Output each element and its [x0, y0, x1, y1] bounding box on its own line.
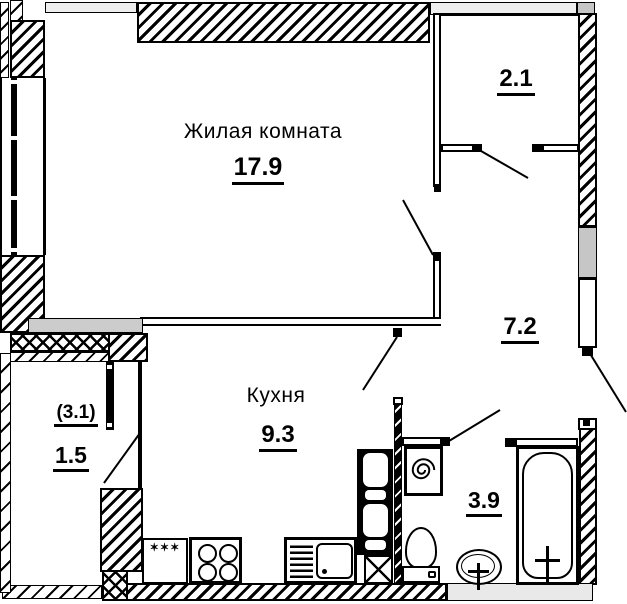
entrance-jamb-cap	[583, 418, 590, 426]
kitchen-label: Кухня	[246, 384, 306, 407]
wall-bottom-balcony	[2, 585, 102, 599]
left-outer-face-line	[0, 78, 2, 255]
vent-shaft-icon	[364, 555, 393, 584]
living-door-leaf	[433, 259, 441, 319]
wall-balcony-top-inner	[10, 352, 110, 362]
living-room-window	[11, 78, 17, 255]
closet-door-swing	[480, 150, 529, 179]
wall-top-left-small-block	[10, 0, 23, 26]
closet-door-hinge	[473, 144, 482, 152]
sink-basin	[316, 543, 353, 579]
sink-drain-dot	[322, 569, 327, 574]
wall-right-bottom	[579, 428, 597, 585]
washing-machine-spiral	[411, 458, 436, 480]
kitchen-door-hinge	[393, 328, 402, 337]
wall-balcony-kitchen	[138, 362, 142, 490]
window-mullion-gap	[11, 136, 17, 140]
balcony-area-total: (3.1)	[41, 402, 111, 427]
balcony-door-leaf-gap	[107, 423, 112, 427]
toilet-tank	[402, 566, 440, 583]
window-mullion-gap	[11, 196, 17, 200]
closet-door-leaf	[441, 144, 474, 152]
cabinet-stars-icon: ✶✶✶	[149, 542, 181, 554]
top-wall-window-strip	[45, 2, 137, 13]
wall-living-hall-cap	[434, 184, 441, 192]
living-room-left-inner-edge	[43, 78, 46, 255]
window-mullion-gap	[11, 248, 17, 252]
living-door-swing	[402, 199, 434, 256]
washing-machine-icon	[404, 446, 443, 496]
balcony-door-swing	[103, 432, 141, 484]
bath-door-hinge	[441, 437, 450, 446]
wall-living-kitchen	[140, 317, 441, 326]
washbasin-tap-horizontal	[468, 570, 489, 573]
balcony-glazing	[0, 353, 11, 593]
kitchen-cabinet: ✶✶✶	[142, 538, 188, 584]
entrance-door-hinge	[582, 348, 593, 356]
kitchen-area: 9.3	[238, 421, 318, 452]
bath-door-swing	[448, 409, 501, 442]
balcony-door-leaf-gap	[107, 365, 112, 369]
bathtub-tap-vertical	[546, 546, 549, 582]
balcony-door-leaf	[106, 362, 114, 430]
toilet-icon	[405, 527, 437, 569]
sink-drainer	[290, 544, 313, 578]
toilet-flush-button	[428, 571, 436, 578]
closet-area: 2.1	[486, 65, 546, 96]
wall-kitchen-bath	[394, 398, 402, 585]
wall-balcony-top	[10, 333, 110, 352]
bathtub-tap-horizontal	[535, 559, 560, 562]
entrance-door-leaf	[578, 278, 597, 348]
window-mullion-gap	[11, 80, 17, 84]
wall-bath-top-left	[402, 437, 442, 446]
wall-balcony-kitchen-corner	[108, 333, 148, 362]
living-room-area: 17.9	[208, 153, 308, 185]
balcony-sill-band	[28, 318, 143, 333]
stove-icon	[189, 537, 242, 584]
entrance-door-swing	[588, 351, 627, 413]
balcony-area-reduced: 1.5	[36, 442, 106, 472]
kitchen-door-swing	[362, 336, 398, 391]
wall-kitchen-bath-cap	[393, 397, 403, 405]
bathroom-area: 3.9	[454, 487, 514, 517]
wall-top-left-strip	[0, 2, 9, 78]
closet-top-inner-line	[433, 13, 597, 16]
wall-top-band	[137, 2, 430, 43]
wall-bottom-kitchen	[123, 583, 447, 601]
living-room-label: Жилая комната	[183, 120, 343, 143]
wall-closet-bottom	[542, 144, 579, 152]
wall-right-top	[578, 13, 597, 227]
kitchen-sink-icon	[284, 537, 357, 584]
hallway-area: 7.2	[490, 313, 550, 344]
washbasin-tap-vertical	[477, 563, 480, 590]
closet-wall-cap	[532, 144, 542, 152]
wall-bottom-bath-band	[447, 583, 593, 601]
bath-wall-cap	[505, 438, 515, 447]
wall-balcony-pylon	[100, 488, 143, 572]
kitchen-cupboard	[357, 449, 393, 555]
wall-right-gray-block	[578, 227, 597, 278]
bathtub-icon	[516, 446, 579, 585]
balcony-corner-shaft	[102, 570, 128, 601]
wall-living-hall-upper	[433, 13, 441, 187]
living-door-hinge	[433, 252, 441, 261]
wall-top-left-block	[10, 20, 45, 78]
